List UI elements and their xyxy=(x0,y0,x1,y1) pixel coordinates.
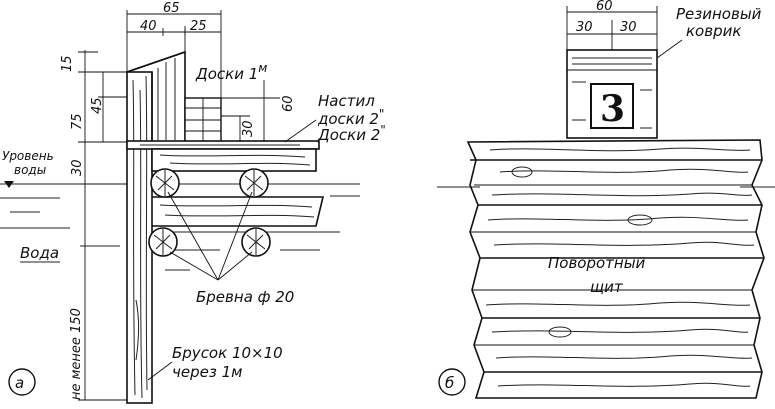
log-top-right xyxy=(239,168,269,198)
top-dimensions-a xyxy=(126,10,222,98)
label-logs: Бревна ф 20 xyxy=(196,288,294,306)
label-water: Вода xyxy=(20,244,59,262)
label-boards-2: Доски 2" xyxy=(317,123,386,144)
left-dimensions-a xyxy=(78,50,127,401)
label-rubber-mat-1: Резиновый xyxy=(676,5,762,23)
panel-marker-b: б xyxy=(445,374,454,392)
lower-beam xyxy=(152,196,325,227)
rotating-shield xyxy=(466,139,765,399)
panel-b: 3 60 30 30 Резиновый коврик xyxy=(437,0,775,399)
deck-leader xyxy=(284,119,317,143)
dim-30-inner: 30 xyxy=(241,120,256,137)
panel-marker-a-circle xyxy=(8,368,36,396)
dim-not-less-150: не менее 150 xyxy=(69,308,84,400)
log-bottom-right xyxy=(241,227,271,257)
logs-leaders xyxy=(167,191,253,281)
deck-plank xyxy=(126,140,320,150)
dim-65: 65 xyxy=(163,1,180,16)
label-beam-2: через 1м xyxy=(172,363,242,381)
label-water-level-2: воды xyxy=(14,163,46,177)
dim-40: 40 xyxy=(140,19,157,34)
dim-75: 75 xyxy=(70,113,85,130)
label-beam-1: Брусок 10×10 xyxy=(172,344,283,362)
boards-1-block xyxy=(184,97,222,143)
label-deck-1: Настил xyxy=(318,92,375,110)
dim-60: 60 xyxy=(281,95,296,112)
panel-a: 65 40 25 15 75 45 30 не менее 150 60 30 xyxy=(0,1,386,404)
label-boards-1: Доски 1м xyxy=(195,61,267,83)
boards-2-beam xyxy=(151,148,317,172)
top-dimensions-b xyxy=(566,6,658,50)
log-top-left xyxy=(150,168,180,198)
label-shield-2: щит xyxy=(590,278,624,296)
label-water-level-1: Уровень xyxy=(2,149,54,163)
vertical-post xyxy=(126,71,153,404)
log-bottom-left xyxy=(148,227,178,257)
dim-30-left: 30 xyxy=(70,159,85,176)
inner-dimensions-a xyxy=(221,80,280,142)
label-shield-1: Поворотный xyxy=(548,254,646,272)
beam-leader xyxy=(147,361,173,381)
rubber-mat-block xyxy=(566,49,658,139)
water-level-marker xyxy=(4,181,14,188)
label-deck-2: доски 2" xyxy=(317,107,384,128)
dim-30-b-left: 30 xyxy=(576,20,593,35)
panel-marker-b-circle xyxy=(438,368,466,396)
panel-marker-a: а xyxy=(15,374,24,392)
shield-number: 3 xyxy=(600,88,625,130)
dim-25: 25 xyxy=(190,19,207,34)
dim-60-b: 60 xyxy=(596,0,613,14)
mat-leader xyxy=(656,39,683,59)
label-rubber-mat-2: коврик xyxy=(686,22,741,40)
dim-45: 45 xyxy=(90,97,105,114)
dim-15: 15 xyxy=(60,55,75,72)
dim-30-b-right: 30 xyxy=(620,20,637,35)
